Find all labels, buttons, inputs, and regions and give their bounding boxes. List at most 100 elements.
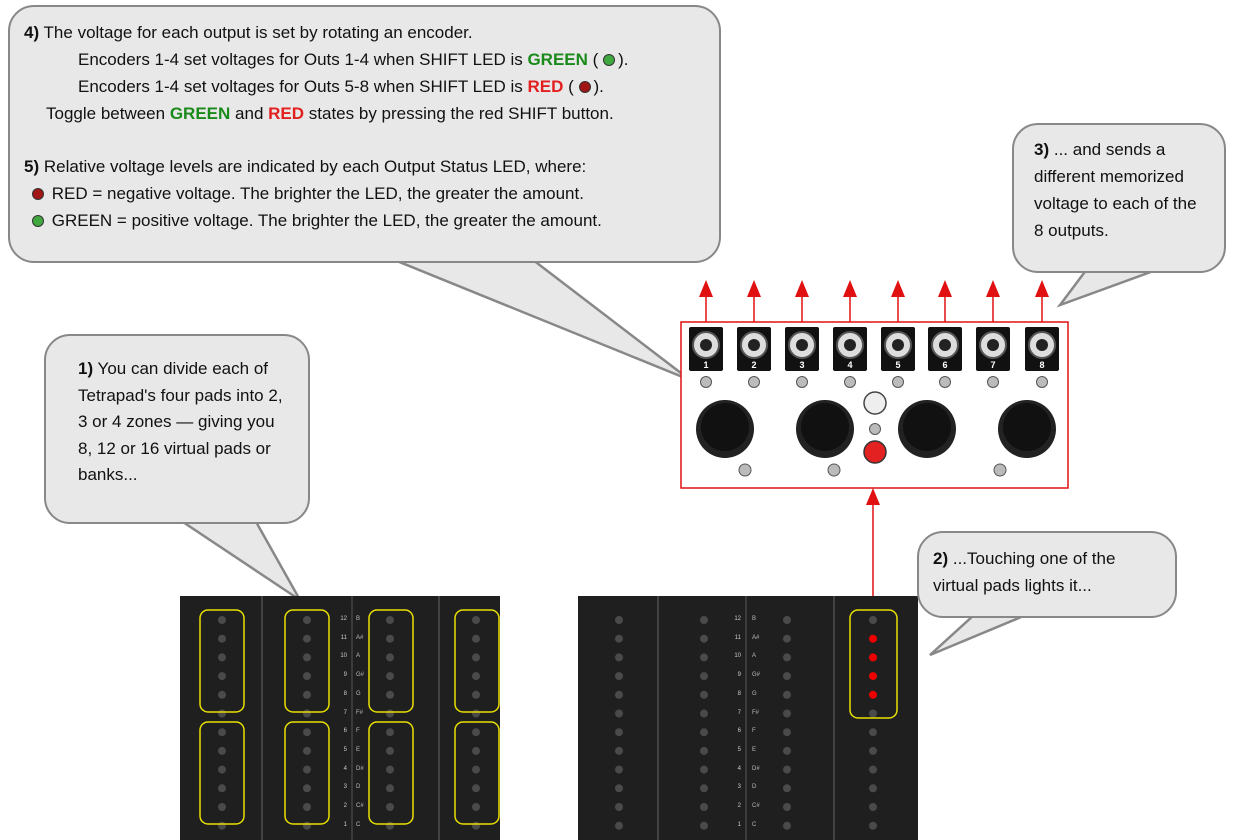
pad-led bbox=[303, 746, 311, 755]
pad-led bbox=[218, 672, 226, 681]
pad-led bbox=[218, 803, 226, 811]
encoder-cap bbox=[903, 403, 951, 451]
row-number: 5 bbox=[343, 746, 347, 753]
pad-zone-outline bbox=[284, 721, 330, 825]
green-led-icon bbox=[32, 215, 44, 227]
note-label: A# bbox=[752, 634, 760, 641]
callout5-line2: RED = negative voltage. The brighter the… bbox=[24, 180, 705, 207]
pad-led bbox=[783, 821, 791, 830]
pad-led bbox=[218, 821, 226, 830]
row-number: 8 bbox=[737, 690, 741, 697]
note-label: A# bbox=[356, 634, 364, 641]
jack-hole bbox=[987, 339, 999, 351]
jack-hole bbox=[939, 339, 951, 351]
pad-led bbox=[303, 634, 311, 643]
output-arrow-head bbox=[891, 280, 905, 297]
jack-label: 6 bbox=[942, 360, 947, 370]
pad-led bbox=[700, 821, 708, 830]
callout-zones: 1) You can divide each of Tetrapad's fou… bbox=[44, 334, 310, 524]
pad-led bbox=[218, 616, 226, 624]
pad-led bbox=[472, 784, 480, 793]
pad-led-lit bbox=[869, 634, 877, 643]
encoder-led bbox=[993, 463, 1007, 477]
output-status-led bbox=[1036, 376, 1048, 388]
pad-led bbox=[783, 616, 791, 624]
pad-led bbox=[386, 634, 394, 643]
row-number: 7 bbox=[343, 709, 347, 716]
pad-led bbox=[386, 746, 394, 755]
pad-led bbox=[783, 765, 791, 774]
shift-button bbox=[863, 440, 887, 464]
pad-led bbox=[869, 803, 877, 811]
pad-led bbox=[303, 803, 311, 811]
pad-led bbox=[386, 728, 394, 737]
pads-right bbox=[615, 596, 898, 840]
pad-led bbox=[783, 728, 791, 737]
pad-led bbox=[472, 765, 480, 774]
pad-zone-outline bbox=[199, 609, 245, 713]
pad-led bbox=[700, 690, 708, 699]
pad-led bbox=[303, 728, 311, 737]
pad-led bbox=[869, 765, 877, 774]
row-number: 2 bbox=[343, 803, 347, 809]
pad-led bbox=[783, 784, 791, 793]
row-number: 6 bbox=[343, 728, 347, 735]
pad-led bbox=[303, 784, 311, 793]
row-number: 8 bbox=[343, 690, 347, 697]
note-label: C bbox=[356, 821, 361, 828]
row-number: 6 bbox=[737, 728, 741, 735]
pad-zone-outline bbox=[199, 721, 245, 825]
row-number: 9 bbox=[343, 672, 347, 679]
pad-led bbox=[615, 709, 623, 718]
callout-touch: 2) ...Touching one of the virtual pads l… bbox=[917, 531, 1177, 618]
pad-zone-outline bbox=[284, 609, 330, 713]
pad-zone-outline bbox=[454, 721, 500, 825]
pad-led-lit bbox=[869, 690, 877, 699]
output-status-led bbox=[700, 376, 712, 388]
callout1-tail bbox=[175, 518, 302, 602]
pad-led bbox=[869, 746, 877, 755]
jack-hole bbox=[700, 339, 712, 351]
jack-hole bbox=[844, 339, 856, 351]
red-led-icon bbox=[578, 81, 591, 93]
pad-led bbox=[218, 784, 226, 793]
pad-led bbox=[615, 690, 623, 699]
pad-led bbox=[386, 616, 394, 624]
red-led-icon bbox=[32, 188, 44, 200]
pad-led bbox=[386, 709, 394, 718]
pad-led bbox=[472, 672, 480, 681]
note-label: G# bbox=[356, 672, 365, 679]
pad-led bbox=[869, 784, 877, 793]
note-label: F# bbox=[752, 709, 760, 716]
jack-label: 2 bbox=[751, 360, 756, 370]
pad-led bbox=[869, 709, 877, 718]
pad-led bbox=[615, 616, 623, 624]
note-label: D bbox=[356, 784, 361, 791]
output-status-led bbox=[748, 376, 760, 388]
pad-led bbox=[615, 821, 623, 830]
pad-led bbox=[218, 709, 226, 718]
jack-hole bbox=[748, 339, 760, 351]
pad-led-lit bbox=[869, 653, 877, 662]
jack-label: 4 bbox=[847, 360, 852, 370]
jack-label: 8 bbox=[1039, 360, 1044, 370]
note-label: A bbox=[356, 653, 361, 660]
output-arrow-head bbox=[986, 280, 1000, 297]
pad-led bbox=[218, 653, 226, 662]
row-number: 5 bbox=[737, 746, 741, 753]
callout4-tail bbox=[369, 248, 691, 382]
pad-led bbox=[386, 821, 394, 830]
callout4-line2: Encoders 1-4 set voltages for Outs 1-4 w… bbox=[78, 50, 629, 69]
pad-led bbox=[700, 746, 708, 755]
output-status-led bbox=[892, 376, 904, 388]
pad-led bbox=[615, 653, 623, 662]
note-label: G# bbox=[752, 672, 761, 679]
pad-led bbox=[783, 653, 791, 662]
white-button bbox=[863, 391, 887, 415]
output-arrow-head bbox=[1035, 280, 1049, 297]
row-number: 10 bbox=[734, 653, 741, 660]
pad-zone-outline bbox=[368, 721, 414, 825]
pad-led bbox=[615, 803, 623, 811]
callout-voltage: 4) The voltage for each output is set by… bbox=[8, 5, 721, 263]
